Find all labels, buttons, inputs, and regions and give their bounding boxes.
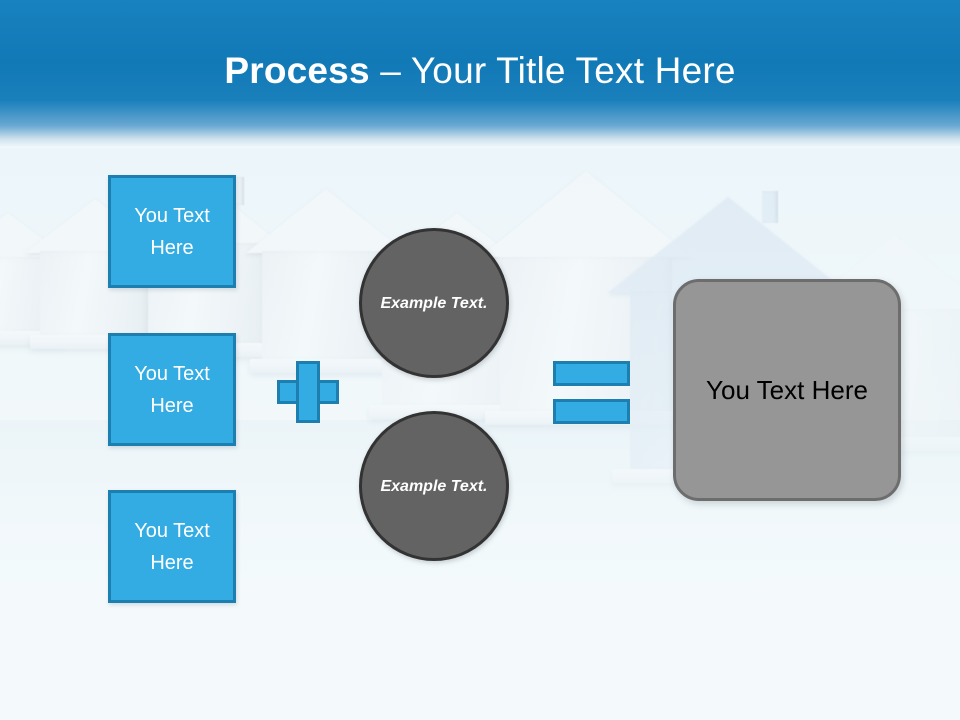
example-circle-2[interactable]: Example Text. bbox=[359, 411, 509, 561]
input-box-1-label: You Text Here bbox=[134, 204, 210, 259]
header-banner: Process – Your Title Text Here bbox=[0, 0, 960, 148]
page-title: Process – Your Title Text Here bbox=[0, 48, 960, 94]
input-box-2[interactable]: You Text Here bbox=[108, 333, 236, 446]
page-title-separator: – bbox=[369, 50, 411, 91]
equals-operator-icon bbox=[553, 361, 630, 424]
equals-bottom-bar bbox=[553, 399, 630, 424]
result-box-label: You Text Here bbox=[706, 375, 868, 405]
example-circle-1-label: Example Text. bbox=[380, 294, 488, 312]
page-title-light: Your Title Text Here bbox=[410, 50, 736, 91]
input-box-2-label: You Text Here bbox=[134, 362, 210, 417]
input-box-1[interactable]: You Text Here bbox=[108, 175, 236, 288]
example-circle-2-label: Example Text. bbox=[380, 477, 488, 495]
example-circle-1[interactable]: Example Text. bbox=[359, 228, 509, 378]
result-box[interactable]: You Text Here bbox=[673, 279, 901, 501]
input-box-3-label: You Text Here bbox=[134, 519, 210, 574]
equals-top-bar bbox=[553, 361, 630, 386]
page-title-strong: Process bbox=[224, 50, 370, 91]
plus-operator-icon bbox=[277, 361, 339, 423]
input-box-3[interactable]: You Text Here bbox=[108, 490, 236, 603]
plus-center-fill bbox=[299, 383, 317, 401]
